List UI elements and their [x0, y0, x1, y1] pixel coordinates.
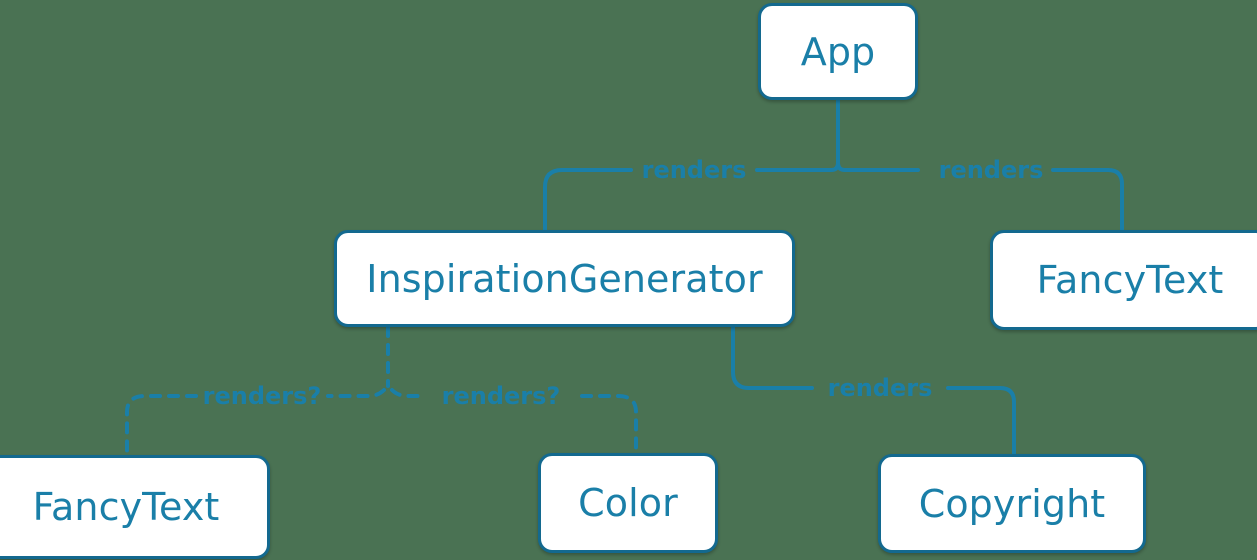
node-fancy-text-bottom-label: FancyText [32, 485, 220, 529]
edge-inspiration-to-fancytext-dashed [125, 388, 386, 457]
edge-label-inspiration-to-color: renders? [441, 382, 561, 410]
edge-label-app-to-inspiration: renders [641, 156, 747, 184]
edge-app-to-fancytext [843, 168, 1124, 232]
node-inspiration-generator-label: InspirationGenerator [366, 256, 763, 301]
edge-label-app-to-fancytext: renders [938, 156, 1044, 184]
node-inspiration-generator[interactable]: InspirationGenerator [334, 230, 795, 327]
edge-inspiration-to-copyright [731, 325, 1016, 456]
node-copyright-label: Copyright [918, 481, 1106, 526]
node-fancy-text-right-label: FancyText [1036, 258, 1224, 302]
node-fancy-text-right[interactable]: FancyText [990, 230, 1257, 330]
edge-app-to-inspiration [543, 168, 833, 232]
node-copyright[interactable]: Copyright [878, 454, 1146, 553]
node-fancy-text-bottom[interactable]: FancyText [0, 455, 270, 559]
edge-app-stem [836, 98, 847, 172]
node-app-label: App [800, 29, 876, 74]
node-color-label: Color [578, 481, 678, 525]
node-app[interactable]: App [758, 3, 918, 100]
node-color[interactable]: Color [538, 453, 718, 553]
edge-label-inspiration-to-copyright: renders [827, 374, 933, 402]
edge-inspiration-to-color-dashed [390, 388, 638, 457]
edge-label-inspiration-to-fancytext: renders? [202, 382, 322, 410]
